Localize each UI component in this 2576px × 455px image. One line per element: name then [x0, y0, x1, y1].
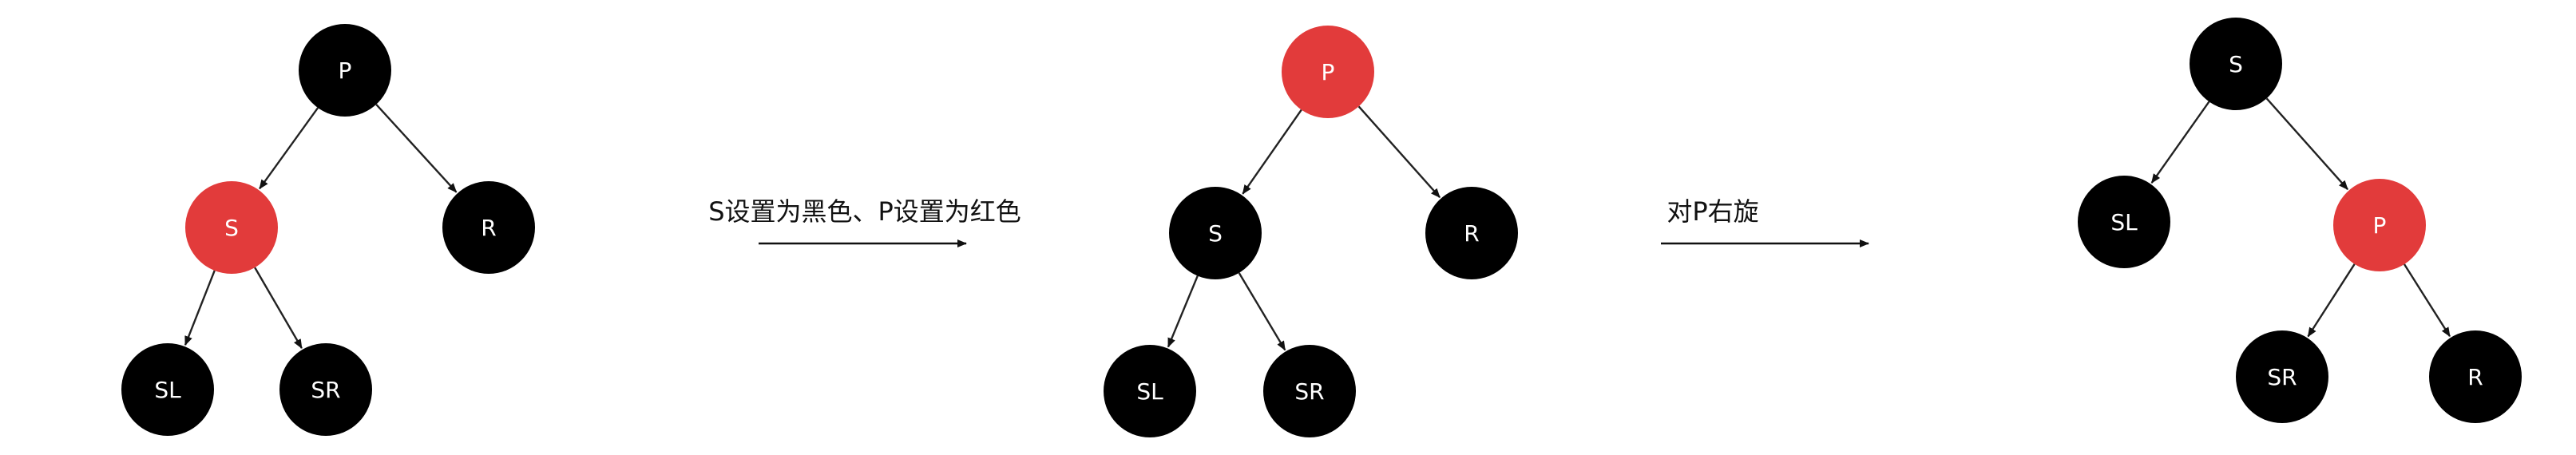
node-r: R: [442, 181, 535, 274]
node-circle: [2333, 179, 2426, 271]
tree-rotated: S SL P SR R: [2078, 18, 2522, 423]
node-sl: SL: [121, 343, 214, 436]
node-label: R: [1464, 220, 1479, 247]
node-label: S: [224, 215, 239, 241]
node-circle: [1263, 345, 1356, 437]
node-sl: SL: [2078, 176, 2170, 268]
edge-s-sl: [184, 270, 216, 346]
step-2: 对P右旋: [1661, 196, 1869, 247]
node-label: SR: [2267, 364, 2297, 390]
node-circle: [299, 24, 391, 117]
node-p: P: [299, 24, 391, 117]
node-circle: [2236, 330, 2328, 423]
edge-p-sr: [2307, 263, 2356, 338]
node-circle: [121, 343, 214, 436]
node-circle: [2190, 18, 2282, 110]
node-s: S: [1169, 187, 1262, 279]
step-2-label: 对P右旋: [1666, 196, 1758, 227]
node-label: SL: [1136, 378, 1163, 405]
node-p: P: [1282, 26, 1374, 118]
node-label: SL: [154, 377, 181, 403]
node-circle: [2078, 176, 2170, 268]
node-sr: SR: [2236, 330, 2328, 423]
node-circle: [1169, 187, 1262, 279]
node-label: SR: [1294, 378, 1324, 405]
node-circle: [442, 181, 535, 274]
node-r: R: [2429, 330, 2522, 423]
edge-p-s: [1242, 109, 1302, 195]
node-label: SR: [311, 377, 340, 403]
edge-s-p: [2265, 97, 2348, 191]
edge-p-s: [259, 107, 319, 190]
node-sr: SR: [279, 343, 372, 436]
step-1-label: S设置为黑色、P设置为红色: [708, 196, 1021, 227]
edge-p-r: [2403, 263, 2451, 338]
node-label: S: [1208, 220, 1223, 247]
node-circle: [1425, 187, 1518, 279]
edge-p-r: [1357, 105, 1441, 199]
node-s: S: [185, 181, 278, 274]
node-label: R: [481, 215, 496, 241]
node-sl: SL: [1104, 345, 1196, 437]
edge-s-sl: [1167, 275, 1199, 348]
node-r: R: [1425, 187, 1518, 279]
edge-s-sr: [1238, 272, 1286, 351]
node-label: P: [339, 57, 352, 84]
step-1: S设置为黑色、P设置为红色: [708, 196, 1021, 247]
node-circle: [1282, 26, 1374, 118]
edge-s-sr: [254, 267, 303, 349]
node-circle: [279, 343, 372, 436]
node-circle: [185, 181, 278, 274]
node-label: P: [1322, 59, 1335, 85]
node-s: S: [2190, 18, 2282, 110]
node-label: R: [2467, 364, 2483, 390]
node-circle: [1104, 345, 1196, 437]
node-circle: [2429, 330, 2522, 423]
node-label: SL: [2110, 209, 2138, 235]
node-label: S: [2229, 51, 2243, 77]
node-sr: SR: [1263, 345, 1356, 437]
node-p: P: [2333, 179, 2426, 271]
edge-p-r: [375, 104, 458, 193]
node-label: P: [2373, 212, 2387, 239]
edge-s-sl: [2150, 101, 2210, 184]
